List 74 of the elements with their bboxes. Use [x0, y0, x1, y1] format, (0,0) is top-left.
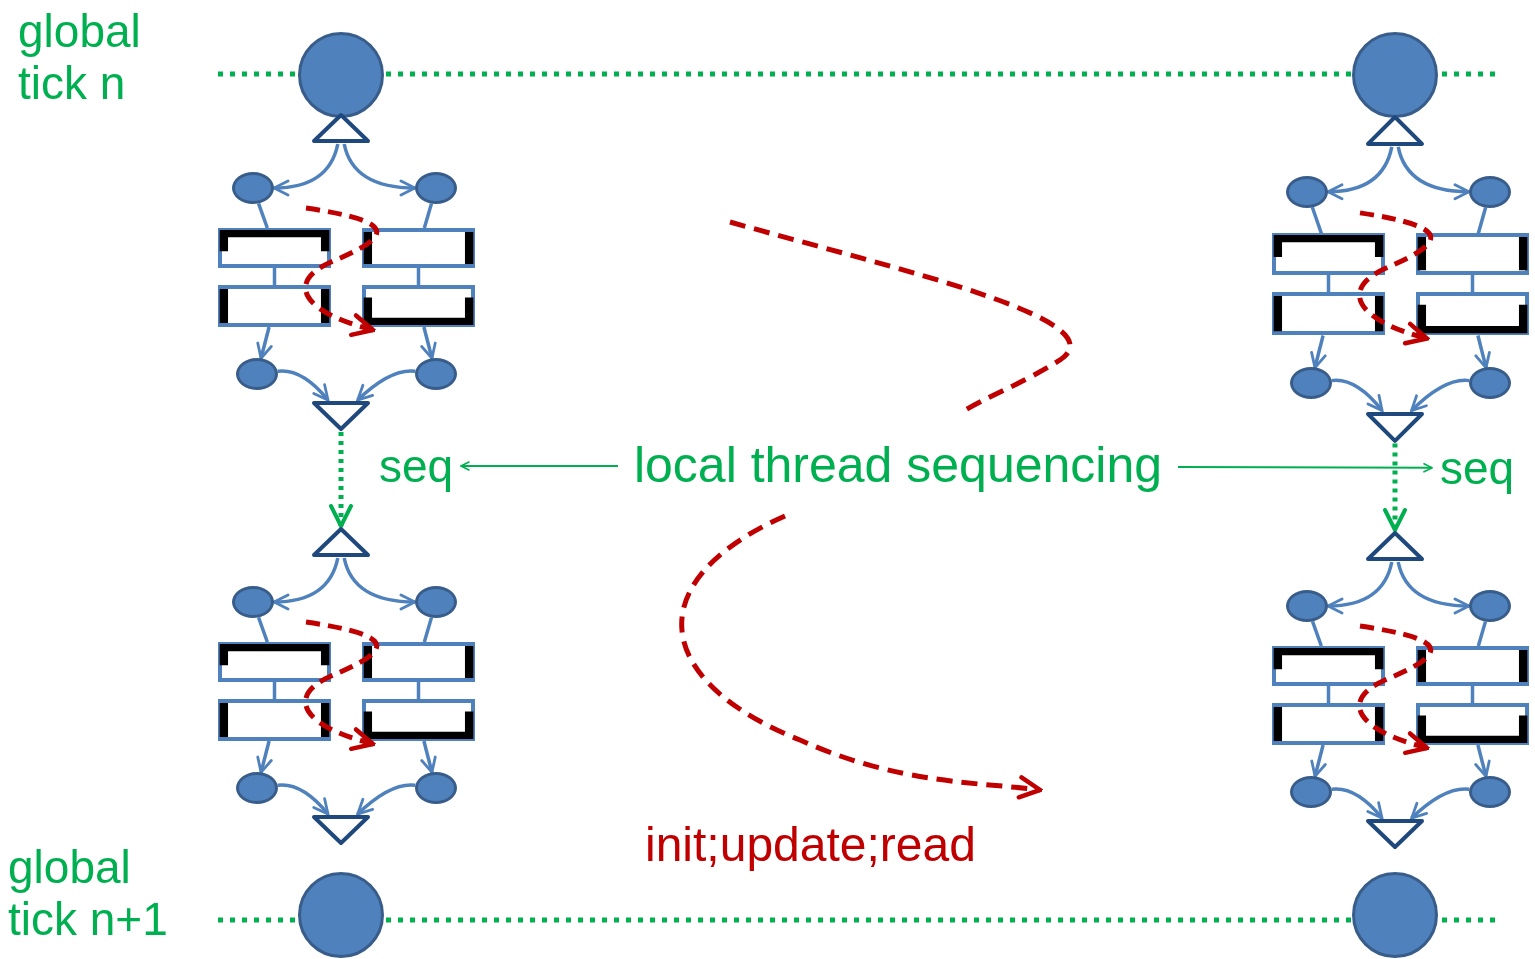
up-triangle	[1365, 114, 1425, 147]
arrow	[1326, 146, 1394, 200]
bracket-box	[1416, 646, 1529, 686]
arrow	[1410, 378, 1470, 413]
circle	[415, 358, 457, 390]
down-triangle	[311, 400, 371, 432]
arrow	[1310, 744, 1327, 778]
circle	[1469, 367, 1511, 400]
bracket-box	[1416, 233, 1529, 275]
text-label: local thread sequencing	[618, 436, 1178, 496]
arrow	[1177, 463, 1433, 473]
arrow	[1396, 146, 1471, 200]
text-label: global tick n	[18, 6, 142, 110]
circle	[232, 586, 274, 618]
arrow	[356, 783, 416, 816]
bracket-box	[362, 285, 475, 327]
arrow	[1383, 443, 1407, 532]
bracket-box	[362, 642, 475, 682]
circle	[1469, 175, 1511, 208]
circle	[1286, 590, 1328, 622]
circle	[1286, 175, 1328, 208]
arrow	[460, 461, 619, 471]
bracket-box	[1416, 292, 1529, 336]
arrow	[1396, 561, 1471, 614]
arrow	[256, 740, 273, 774]
circle	[1290, 776, 1332, 808]
text-label: seq	[371, 438, 461, 494]
circle	[236, 358, 278, 390]
bracket-box	[1272, 646, 1385, 686]
circle	[1469, 776, 1511, 808]
down-triangle	[1365, 818, 1425, 850]
arrow	[342, 143, 417, 196]
arrow	[1410, 787, 1470, 820]
arrow	[272, 143, 340, 196]
text-label: global tick n+1	[8, 842, 169, 946]
text-label: seq	[1432, 440, 1522, 496]
circle	[232, 172, 274, 204]
bracket-box	[1272, 233, 1385, 275]
arrow	[277, 783, 330, 816]
down-triangle	[311, 814, 371, 846]
circle	[236, 772, 278, 804]
bracket-box	[218, 228, 331, 268]
arrow	[277, 369, 330, 402]
bracket-box	[218, 285, 331, 327]
arrow	[1474, 335, 1491, 370]
bracket-box	[218, 642, 331, 682]
arrow	[1474, 744, 1491, 778]
arrow	[1331, 378, 1384, 413]
arrow	[420, 740, 437, 774]
circle	[1290, 367, 1332, 400]
text-label: init;update;read	[645, 818, 977, 872]
bracket-box	[1272, 292, 1385, 336]
arrow	[342, 557, 417, 610]
arrow	[1310, 335, 1327, 370]
circle	[415, 172, 457, 204]
up-triangle	[1365, 530, 1425, 562]
circle	[415, 772, 457, 804]
arrow	[356, 369, 416, 402]
arrow	[1331, 787, 1384, 820]
up-triangle	[311, 112, 371, 144]
bracket-box	[1272, 703, 1385, 745]
circle	[1469, 590, 1511, 622]
down-triangle	[1365, 410, 1425, 444]
bracket-box	[362, 228, 475, 268]
arrow	[1326, 561, 1394, 614]
bracket-box	[362, 699, 475, 741]
bracket-box	[1416, 703, 1529, 745]
arrow	[420, 326, 437, 360]
arrow	[272, 557, 340, 610]
arrow	[329, 432, 353, 528]
up-triangle	[311, 526, 371, 558]
circle	[415, 586, 457, 618]
bracket-box	[218, 699, 331, 741]
arrow	[256, 326, 273, 360]
